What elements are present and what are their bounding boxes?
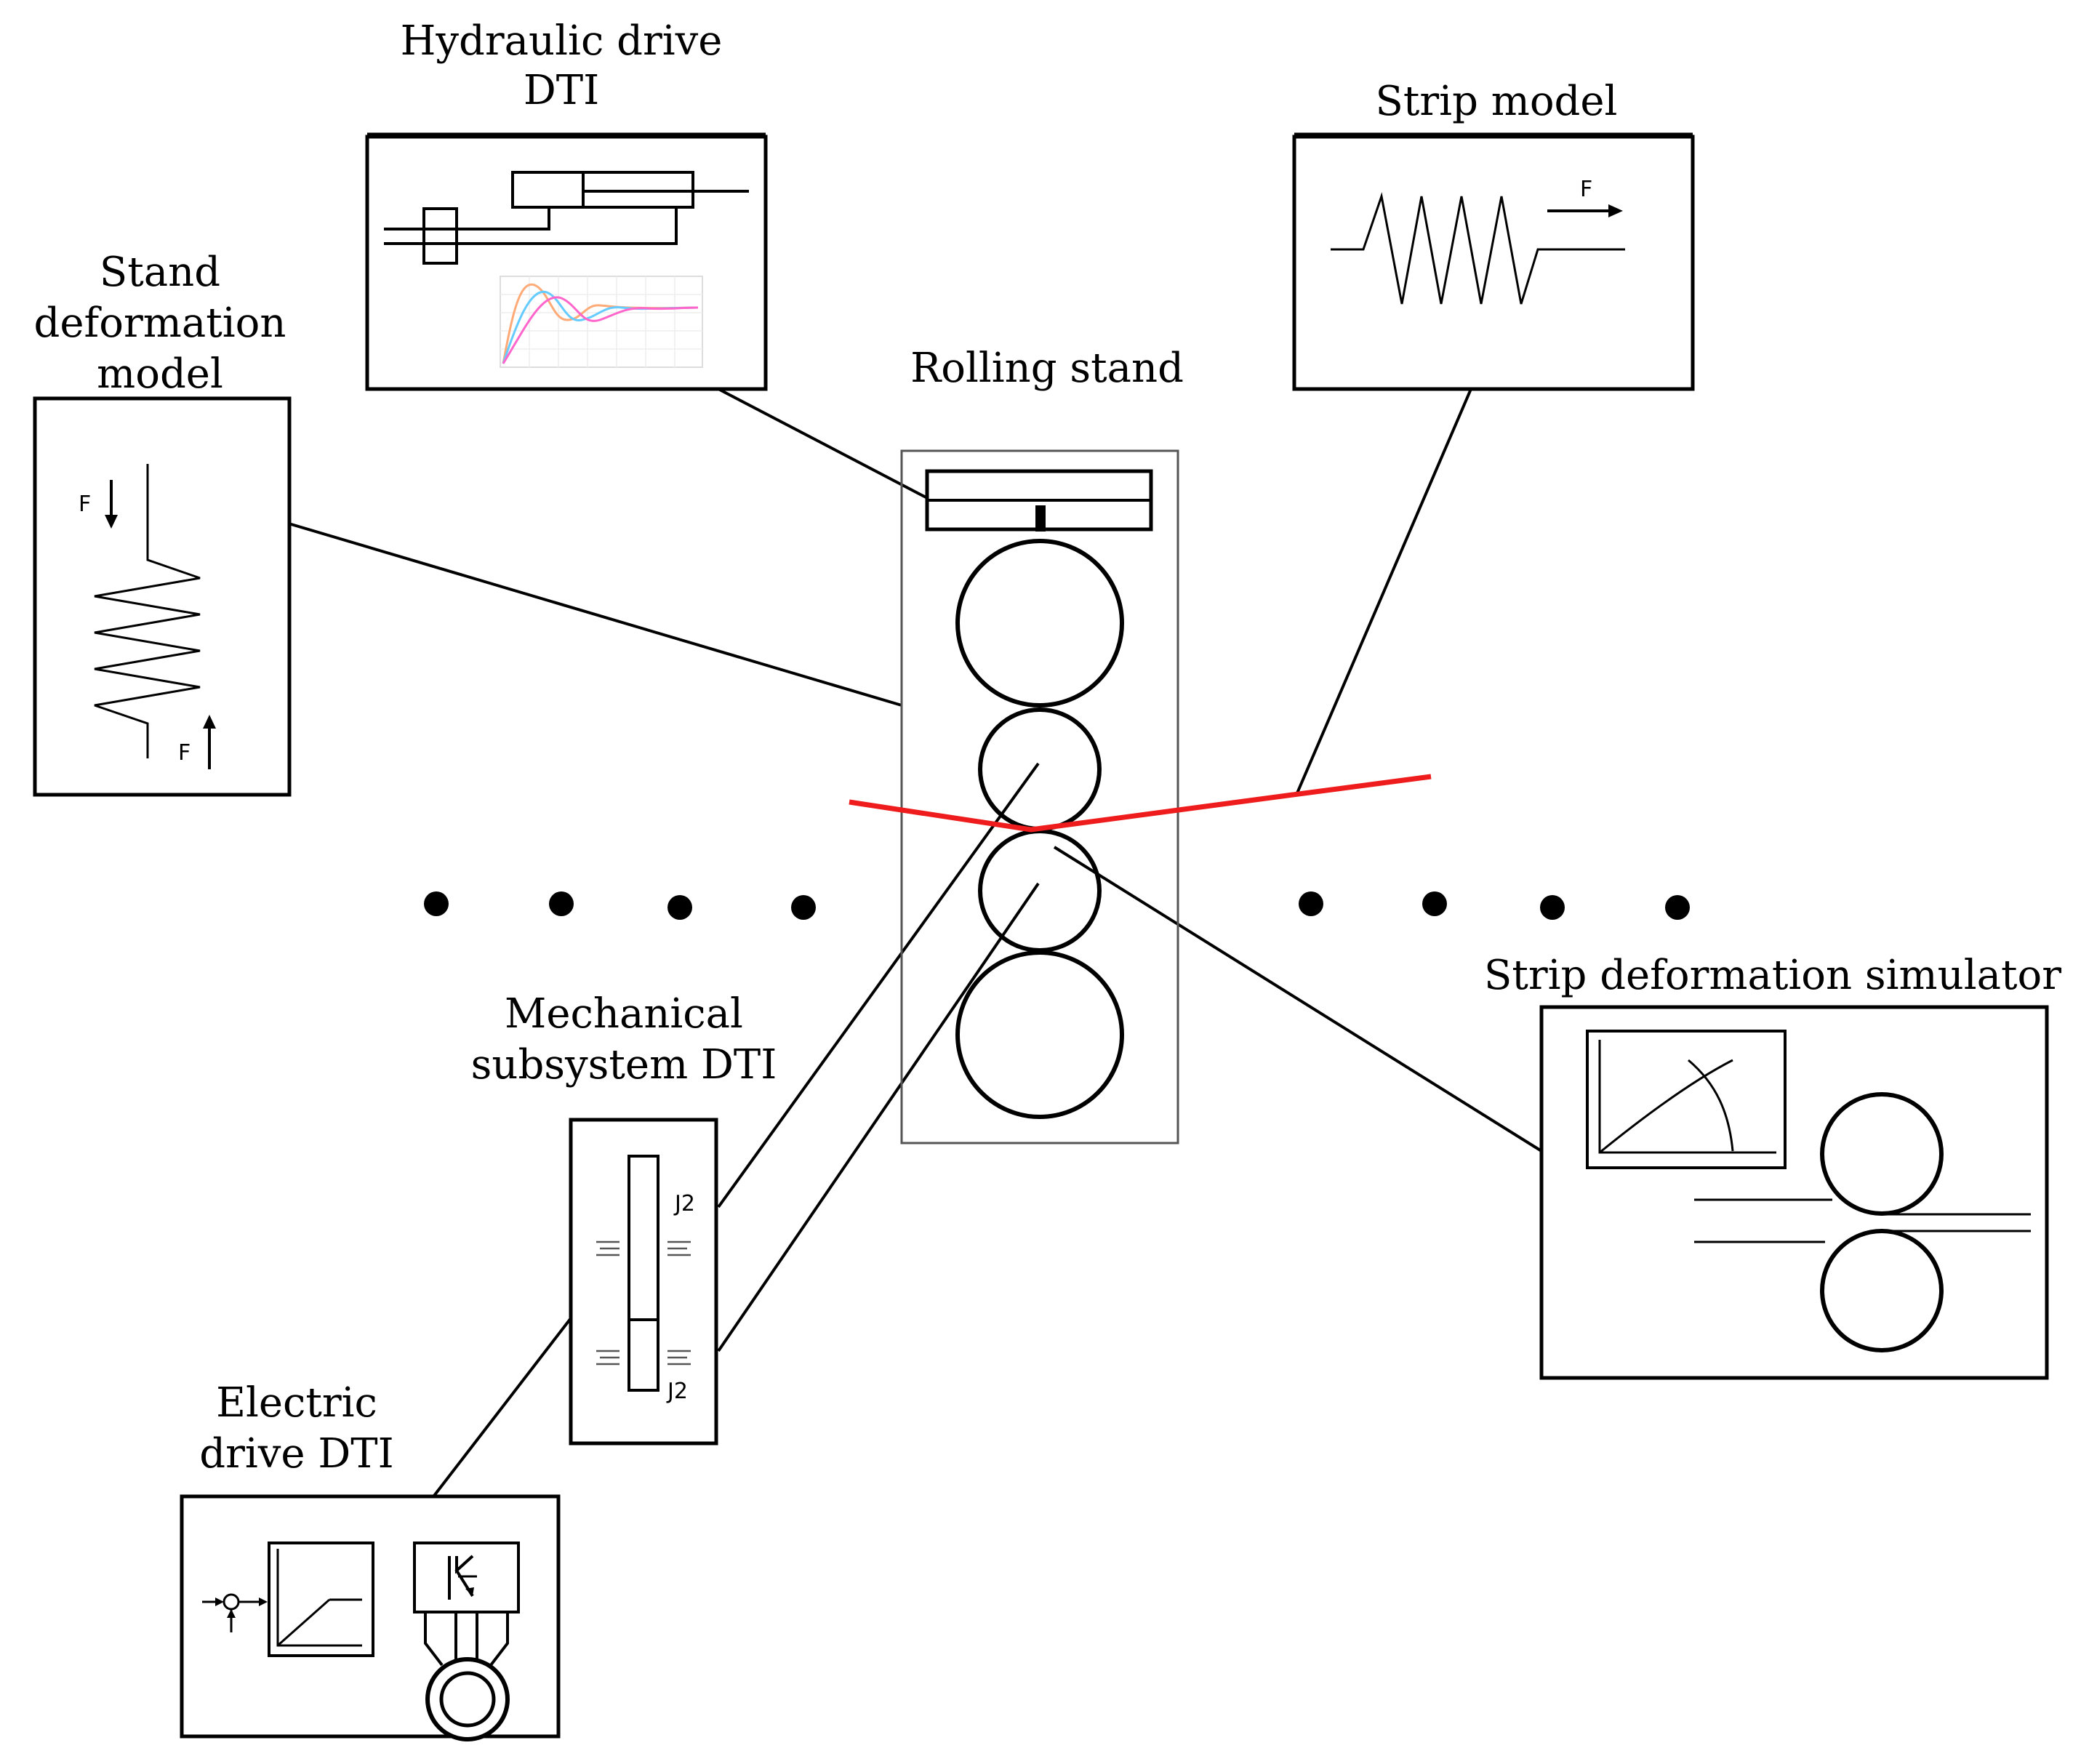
summing-junction-icon xyxy=(202,1593,268,1632)
force-label: F xyxy=(1580,177,1592,202)
mechanical-connector-lower xyxy=(717,882,1040,1352)
continuation-dots-left xyxy=(424,891,816,920)
strip-simulator-box xyxy=(1539,1005,2049,1380)
stand-model-box: F F xyxy=(33,396,292,797)
stand-title-line2: deformation xyxy=(34,300,286,347)
strip-model-connector xyxy=(1295,388,1472,795)
hydraulic-drive-box xyxy=(365,132,768,391)
stand-frame xyxy=(900,449,1179,1144)
motor-icon xyxy=(425,1657,510,1741)
spring-icon xyxy=(94,464,201,758)
lower-work-roll xyxy=(978,829,1102,953)
electric-title-line2: drive DTI xyxy=(199,1430,393,1478)
inverter-motor-icon xyxy=(413,1542,520,1741)
stand-title-line1: Stand xyxy=(100,249,220,296)
strip-model-title: Strip model xyxy=(1376,78,1618,125)
cylinder-rod xyxy=(1035,505,1046,532)
plot-icon xyxy=(1586,1030,1787,1169)
arrow-down-icon xyxy=(105,515,118,529)
inertia-label-lower: J2 xyxy=(666,1379,688,1404)
electric-drive-box xyxy=(180,1494,561,1741)
rolling-stand xyxy=(900,449,1179,1144)
electric-connector xyxy=(433,1317,572,1497)
hydraulic-title-line2: DTI xyxy=(524,67,599,114)
stand-title-line3: model xyxy=(97,350,223,398)
arrow-up-icon xyxy=(203,715,216,729)
strip-model-box: F xyxy=(1292,132,1695,391)
simulator-title: Strip deformation simulator xyxy=(1484,952,2061,999)
mechanical-title-line1: Mechanical xyxy=(505,990,743,1038)
mechanical-connector-upper xyxy=(717,762,1040,1208)
spring-icon xyxy=(1331,192,1625,305)
electric-title-line1: Electric xyxy=(216,1379,377,1427)
mechanical-title-line2: subsystem DTI xyxy=(471,1041,777,1089)
upper-work-roll xyxy=(978,707,1102,831)
response-plot-icon xyxy=(500,276,703,368)
strip-line xyxy=(849,774,1432,833)
hydraulic-connector xyxy=(718,388,935,503)
upper-backup-roll xyxy=(955,539,1124,707)
shaft-lower xyxy=(627,1318,659,1392)
hydraulic-title-line1: Hydraulic drive xyxy=(401,17,723,65)
mechanical-subsystem-box: J2 J2 xyxy=(569,1118,718,1446)
continuation-dots-right xyxy=(1299,891,1690,920)
simulator-connector xyxy=(1053,846,1543,1152)
inertia-label-upper: J2 xyxy=(673,1191,695,1216)
hydraulic-schematic xyxy=(384,171,749,265)
force-label-top: F xyxy=(79,492,91,517)
strip-lines-icon xyxy=(1694,1198,2031,1243)
force-label-bottom: F xyxy=(178,740,191,766)
rolling-stand-label: Rolling stand xyxy=(910,345,1184,392)
connector-lines xyxy=(288,388,1543,1497)
bearing-marks xyxy=(596,1240,691,1366)
stand-model-connector xyxy=(288,522,902,707)
lower-backup-roll xyxy=(955,950,1124,1119)
